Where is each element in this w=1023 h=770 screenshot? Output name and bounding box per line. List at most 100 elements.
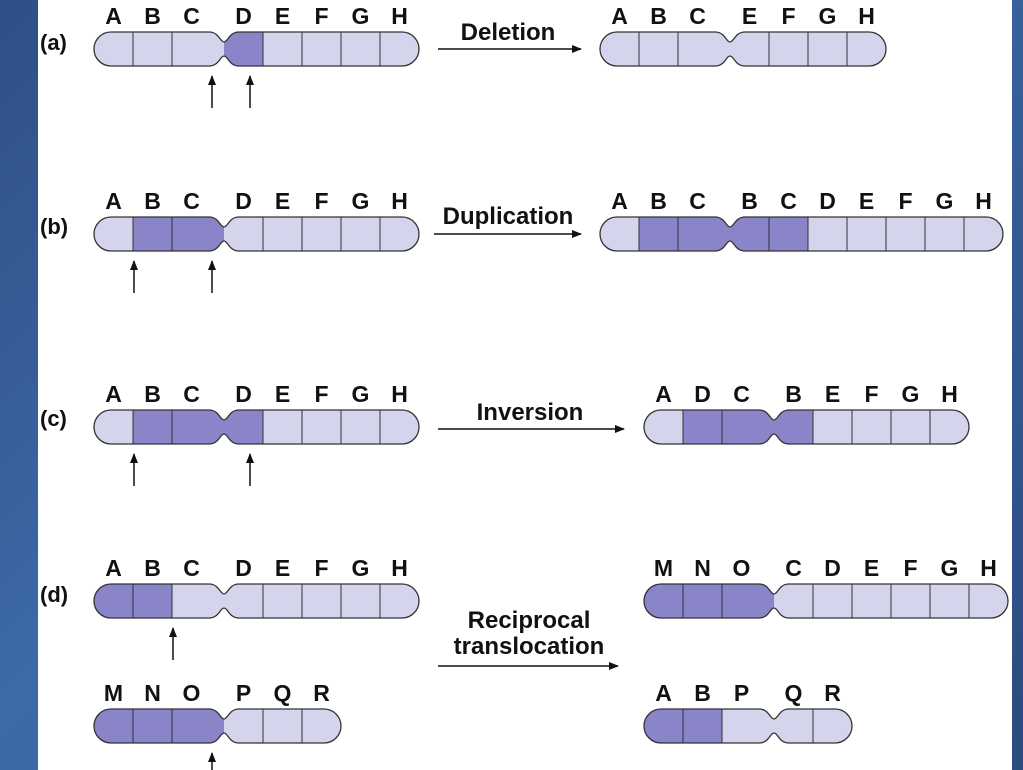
- chromosome-outline: [599, 31, 887, 67]
- gene-label: B: [741, 188, 758, 214]
- gene-label: C: [733, 381, 750, 407]
- gene-label: B: [785, 381, 802, 407]
- gene-label: D: [694, 381, 711, 407]
- gene-label: E: [275, 3, 290, 29]
- gene-label: G: [819, 3, 837, 29]
- chromosome-segment: [380, 584, 419, 618]
- gene-label: C: [183, 188, 200, 214]
- chromosome-segment: [133, 709, 172, 743]
- chromosome-segment: [774, 410, 813, 444]
- gene-label: D: [235, 381, 252, 407]
- gene-label: P: [734, 680, 749, 706]
- gene-label: M: [104, 680, 123, 706]
- chromosome-segment: [341, 217, 380, 251]
- gene-label: M: [654, 555, 673, 581]
- chromosome-segment: [224, 584, 263, 618]
- gene-label: E: [742, 3, 757, 29]
- chromosome-segment: [678, 217, 730, 251]
- gene-label: Q: [274, 680, 292, 706]
- chromosome-segment: [925, 217, 964, 251]
- gene-label: B: [144, 188, 161, 214]
- chromosome-segment: [930, 584, 969, 618]
- gene-label: G: [936, 188, 954, 214]
- gene-label: G: [352, 555, 370, 581]
- chromosome-segment: [94, 709, 133, 743]
- gene-label: C: [689, 3, 706, 29]
- chromosome-segment: [852, 584, 891, 618]
- chromosome-outline: [93, 216, 420, 252]
- chromosome-segment: [263, 410, 302, 444]
- chromosome-segment: [302, 410, 341, 444]
- gene-label: E: [275, 188, 290, 214]
- gene-label: O: [733, 555, 751, 581]
- gene-label: F: [314, 3, 328, 29]
- chromosome-segment: [341, 410, 380, 444]
- chromosome-outline: [93, 708, 342, 744]
- gene-label: A: [105, 381, 122, 407]
- chromosome-segment: [263, 584, 302, 618]
- chromosome-segment: [302, 32, 341, 66]
- chromosome-segment: [94, 584, 133, 618]
- row-d-tag: (d): [40, 582, 68, 607]
- gene-label: R: [313, 680, 330, 706]
- gene-label: A: [105, 555, 122, 581]
- gene-label: A: [611, 188, 628, 214]
- chromosome-segment: [678, 32, 730, 66]
- row-a-action-label: Deletion: [461, 19, 556, 46]
- chromosome-segment: [969, 584, 1008, 618]
- row-d-action-label-line1: Reciprocal: [468, 607, 591, 634]
- chromosome-segment: [172, 32, 224, 66]
- gene-label: B: [650, 188, 667, 214]
- chromosome-segment: [808, 217, 847, 251]
- gene-label: H: [941, 381, 958, 407]
- chromosome-segment: [302, 709, 341, 743]
- chromosome-segment: [813, 709, 852, 743]
- chromosome-segment: [769, 32, 808, 66]
- gene-label: C: [785, 555, 802, 581]
- chromosome-segment: [172, 584, 224, 618]
- gene-label: G: [941, 555, 959, 581]
- chromosome-segment: [133, 410, 172, 444]
- gene-label: D: [819, 188, 836, 214]
- chromosome-segment: [94, 32, 133, 66]
- chromosome-segment: [964, 217, 1003, 251]
- chromosome-outline: [643, 409, 970, 445]
- chromosome-segment: [852, 410, 891, 444]
- chromosome-segment: [847, 217, 886, 251]
- gene-label: D: [235, 3, 252, 29]
- chromosome-segment: [891, 410, 930, 444]
- gene-label: D: [235, 555, 252, 581]
- chromosome-outline: [93, 583, 420, 619]
- chromosome-segment: [813, 410, 852, 444]
- chromosome-segment: [774, 709, 813, 743]
- gene-label: H: [391, 381, 408, 407]
- gene-label: N: [144, 680, 161, 706]
- gene-label: C: [689, 188, 706, 214]
- chromosome-segment: [730, 217, 769, 251]
- chromosome-segment: [644, 584, 683, 618]
- row-b-action-label: Duplication: [443, 203, 574, 230]
- chromosome-segment: [172, 217, 224, 251]
- chromosome-outline: [93, 31, 420, 67]
- gene-label: P: [236, 680, 251, 706]
- gene-label: F: [314, 381, 328, 407]
- chromosome-segment: [133, 584, 172, 618]
- chromosome-segment: [302, 584, 341, 618]
- row-c-tag: (c): [40, 406, 67, 431]
- gene-label: C: [780, 188, 797, 214]
- chromosome-segment: [847, 32, 886, 66]
- chromosome-segment: [172, 709, 224, 743]
- chromosome-outline: [93, 409, 420, 445]
- chromosome-segment: [341, 32, 380, 66]
- chromosome-segment: [722, 709, 774, 743]
- gene-label: G: [352, 3, 370, 29]
- gene-label: H: [391, 188, 408, 214]
